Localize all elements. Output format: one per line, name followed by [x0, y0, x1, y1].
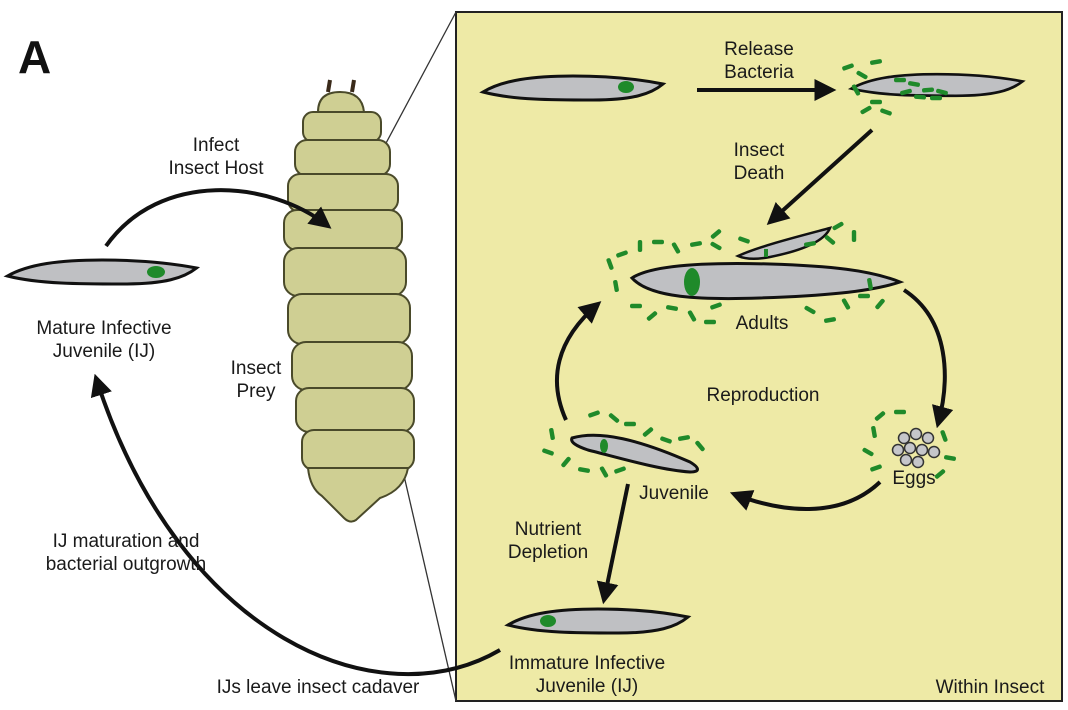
label-adults: Adults	[722, 312, 802, 335]
juvenile-worm-pouch	[600, 439, 608, 453]
adult-worm-vulva	[684, 268, 700, 296]
mature-ij-bacteria-pouch	[147, 266, 165, 278]
mature-ij-worm	[8, 260, 197, 284]
worm-bacteria-pouch	[618, 81, 634, 93]
label-ijs-leave: IJs leave insect cadaver	[198, 676, 438, 699]
insect-larva	[284, 80, 414, 522]
label-reproduction: Reproduction	[686, 384, 840, 407]
label-juvenile: Juvenile	[624, 482, 724, 505]
label-within-insect: Within Insect	[922, 676, 1058, 699]
immature-ij-pouch	[540, 615, 556, 627]
panel-label: A	[18, 34, 51, 80]
small-juvenile-pouch	[764, 249, 768, 257]
within-insect-panel	[456, 12, 1062, 701]
label-eggs: Eggs	[882, 467, 946, 490]
